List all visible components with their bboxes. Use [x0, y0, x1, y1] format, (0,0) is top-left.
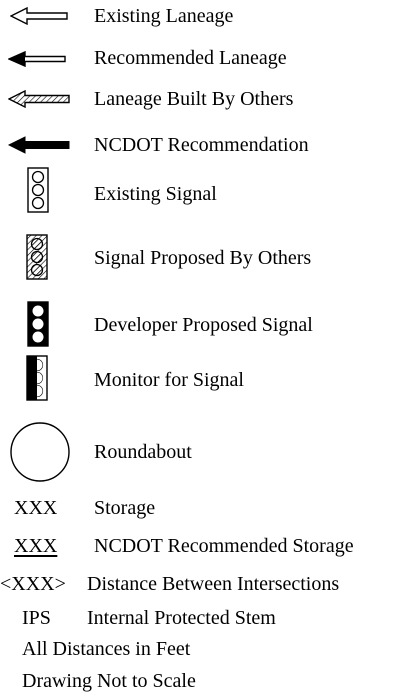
ncdot-storage-label: NCDOT Recommended Storage	[94, 535, 354, 557]
storage-label: Storage	[94, 497, 156, 519]
ips-symbol: IPS	[22, 607, 51, 629]
recommended-laneage-label: Recommended Laneage	[94, 47, 287, 69]
half-filled-arrow-icon	[8, 49, 68, 69]
distance-label: Distance Between Intersections	[87, 573, 340, 595]
signal-by-others-label: Signal Proposed By Others	[94, 247, 312, 269]
ncdot-storage-symbol: XXX	[14, 535, 58, 557]
note-not-to-scale: Drawing Not to Scale	[22, 670, 196, 692]
solid-signal-icon	[27, 301, 49, 347]
ncdot-recommendation-label: NCDOT Recommendation	[94, 134, 309, 156]
hatched-signal-icon	[26, 234, 48, 280]
roundabout-circle-icon	[9, 421, 71, 483]
note-distances-feet: All Distances in Feet	[22, 638, 191, 660]
distance-symbol: <XXX>	[0, 573, 66, 595]
storage-symbol: XXX	[14, 497, 58, 519]
laneage-by-others-label: Laneage Built By Others	[94, 88, 294, 110]
hatched-arrow-icon	[8, 89, 72, 109]
solid-arrow-icon	[8, 135, 72, 155]
open-arrow-icon	[10, 6, 70, 26]
open-signal-icon	[27, 167, 49, 213]
roundabout-label: Roundabout	[94, 441, 192, 463]
existing-signal-label: Existing Signal	[94, 183, 217, 205]
ips-label: Internal Protected Stem	[87, 607, 276, 629]
existing-laneage-label: Existing Laneage	[94, 5, 234, 27]
half-signal-icon	[26, 355, 48, 401]
developer-signal-label: Developer Proposed Signal	[94, 314, 313, 336]
monitor-signal-label: Monitor for Signal	[94, 369, 244, 391]
